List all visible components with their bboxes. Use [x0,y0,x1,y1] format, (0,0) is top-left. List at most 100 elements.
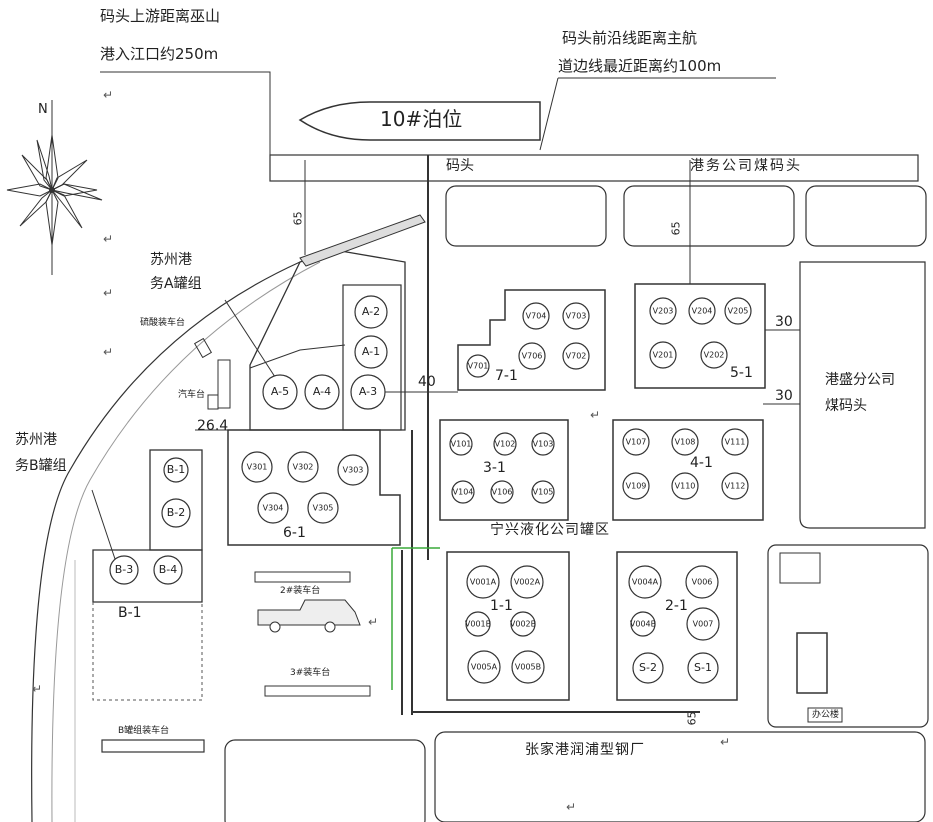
office-inner-1 [779,552,821,584]
hatched-strip [299,214,426,267]
gangsheng-label-1: 港盛分公司 [825,372,895,388]
tank-t106: V106 [490,480,514,504]
tank-circle [630,611,656,637]
tank-label: B-3 [115,563,134,576]
tank-label: B-2 [167,506,186,519]
tank-label: V102 [495,440,516,449]
tank-label: V107 [626,438,647,447]
tank-circle [649,341,677,369]
wharf-label: 码头 [446,158,474,174]
tank-circle [686,607,720,641]
left-boundary-inner [51,261,321,822]
tank-circle [287,451,319,483]
tank-label: V706 [522,352,543,361]
tank-a2: A-2 [354,295,388,329]
platform-car-2 [207,394,219,410]
platform-b-label: B罐组装车台 [118,726,170,736]
tank-label: V301 [247,463,268,472]
tank-circle [687,652,719,684]
tank-circle [622,472,650,500]
tank-circle [649,297,677,325]
leader-upstream [100,71,271,155]
tank-label: V005A [471,663,498,672]
tank-a4: A-4 [304,374,340,410]
tank-label: V007 [693,620,714,629]
pipe-green [391,547,440,690]
tank-v002b: V002B [510,611,536,637]
return-mark-5: ↵ [590,408,601,422]
suzhou-b-label-1: 苏州港 [15,432,57,448]
tank-label: S-1 [694,661,712,674]
tank-label: V111 [725,438,746,447]
distance-65-b: 65 [669,221,683,236]
tank-circle [628,565,662,599]
note-frontline-line2: 道边线最近距离约100m [558,57,722,75]
tank-label: A-1 [362,345,380,358]
tank-label: V110 [675,482,696,491]
return-mark-7: ↵ [368,615,379,629]
tank-t202: V202 [700,341,728,369]
note-upstream-line1: 码头上游距离巫山 [100,7,221,25]
tank-v004b: V004B [630,611,656,637]
tank-t109: V109 [622,472,650,500]
tank-label: V106 [492,488,513,497]
group-5-1: 5-1 [730,365,753,381]
return-mark-4: ↵ [103,345,114,359]
tank-circle [671,428,699,456]
tank-label: V112 [725,482,746,491]
distance-26-4: 26.4 [197,418,229,434]
pipe-corridor [401,155,429,715]
platform-hd-label: 硫酸装车台 [140,318,186,328]
tank-label: V004B [630,620,656,629]
berth-label: 10#泊位 [380,107,463,131]
tank-circle [688,297,716,325]
ningxing-label: 宁兴液化公司罐区 [490,522,610,538]
tank-circle [451,480,475,504]
g11-boundary [446,551,570,701]
tank-circle [510,565,544,599]
tank-circle [493,432,517,456]
tank-t703: V703 [562,302,590,330]
platform-2-label: 2#装车台 [280,586,321,596]
leader-frontline [539,77,776,151]
tank-circle [671,472,699,500]
tank-t107: V107 [622,428,650,456]
tank-circle [622,428,650,456]
tank-circle [562,302,590,330]
g21-boundary [616,551,738,701]
tank-label: V302 [293,463,314,472]
tank-a3: A-3 [350,374,386,410]
platform-3-label: 3#装车台 [290,668,331,678]
a-group-lower [249,344,346,369]
tank-circle [350,374,386,410]
left-boundary-outer [31,261,301,822]
tank-label: V202 [704,351,725,360]
tank-circle [465,611,491,637]
tank-t301: V301 [241,451,273,483]
tank-label: V701 [468,362,489,371]
block-2 [623,185,795,247]
tank-circle [700,341,728,369]
compass-north-label: N [38,102,48,117]
tank-label: V005B [515,663,541,672]
suzhou-a-label-1: 苏州港 [150,252,192,268]
office-label: 办公楼 [812,710,840,720]
tank-t102: V102 [493,432,517,456]
tank-circle [449,432,473,456]
tank-t203: V203 [649,297,677,325]
tank-b2: B-2 [161,498,191,528]
tank-label: A-5 [271,385,289,398]
tank-label: A-3 [359,385,377,398]
block-1 [445,185,607,247]
tank-t704: V704 [522,302,550,330]
tank-label: V305 [313,504,334,513]
tank-circle [531,432,555,456]
tank-circle [466,354,490,378]
office-block [767,544,929,728]
tank-label: V101 [451,440,472,449]
tank-t701: V701 [466,354,490,378]
tank-circle [721,428,749,456]
tank-circle [109,555,139,585]
